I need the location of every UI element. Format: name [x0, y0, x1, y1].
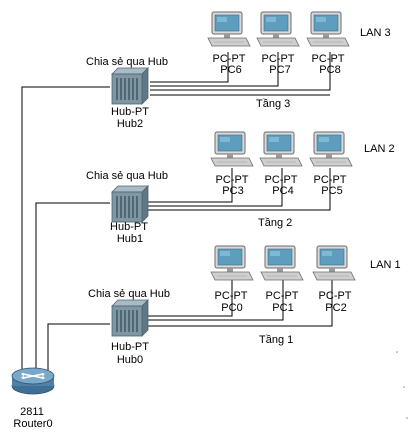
pc6-name: PC6: [220, 64, 242, 76]
link-hub0-pc1: [148, 280, 284, 321]
link-hub1-pc4: [148, 168, 283, 207]
pc-icon-pc4: [259, 131, 303, 167]
pc-icon-pc0: [210, 245, 254, 281]
pc5-type: PC-PT: [313, 174, 347, 186]
pc2-type: PC-PT: [318, 290, 352, 302]
link-hub1-router: [35, 202, 110, 372]
hub-icon-hub2: [111, 67, 149, 105]
links-lan1: [47, 280, 333, 372]
lan-label-2: LAN 2: [364, 143, 395, 155]
hub1-name: Hub1: [116, 233, 144, 245]
floor-label-3: Tầng 3: [256, 98, 291, 110]
link-hub1-pc5: [148, 168, 331, 211]
pcs-lan2: [210, 131, 353, 167]
pc-icon-pc5: [309, 131, 353, 167]
pc7-type: PC-PT: [261, 53, 295, 65]
link-hub2-pc6: [150, 52, 229, 83]
link-hub2-pc8: [150, 52, 331, 91]
floor-label-1: Tầng 1: [259, 334, 294, 346]
pc8-type: PC-PT: [311, 53, 345, 65]
pc3-type: PC-PT: [215, 174, 249, 186]
pc5-name: PC5: [321, 185, 343, 197]
hub2-type: Hub-PT: [111, 106, 149, 118]
hub0-name: Hub0: [116, 354, 144, 366]
pc-icon-pc1: [260, 245, 304, 281]
hub-caption-lan2: Chia sẻ qua Hub: [86, 170, 168, 182]
hub-icon-hub0: [111, 299, 149, 337]
pc-icon-pc6: [207, 11, 251, 47]
pc6-type: PC-PT: [212, 53, 246, 65]
pc2-name: PC2: [325, 302, 347, 314]
pc3-name: PC3: [222, 185, 244, 197]
artifact-dot: [403, 386, 405, 388]
router-icon: [11, 367, 55, 395]
link-hub1-pc3: [148, 168, 233, 203]
floor-label-2: Tầng 2: [258, 217, 293, 229]
router-name: Router0: [13, 418, 53, 430]
links-lan2: [35, 168, 331, 372]
pc0-type: PC-PT: [214, 290, 248, 302]
pc-icon-pc8: [306, 11, 350, 47]
link-hub2-pc7: [150, 52, 279, 87]
pc4-type: PC-PT: [264, 174, 298, 186]
pcs-lan1: [210, 245, 356, 281]
pc1-name: PC1: [272, 302, 294, 314]
pc-icon-pc3: [210, 131, 254, 167]
network-links: [21, 52, 333, 372]
links-lan3: [21, 52, 331, 372]
link-hub0-pc0: [148, 280, 233, 317]
hub-icon-hub1: [111, 185, 149, 223]
pc4-name: PC4: [272, 185, 294, 197]
artifact-dot: [396, 351, 398, 353]
hub-caption-lan3: Chia sẻ qua Hub: [86, 56, 168, 68]
pc-icon-pc7: [256, 11, 300, 47]
hub0-type: Hub-PT: [111, 341, 149, 353]
artifact-dot: [406, 417, 408, 419]
hub2-name: Hub2: [116, 118, 144, 130]
pc-icon-pc2: [312, 245, 356, 281]
pc8-name: PC8: [319, 64, 341, 76]
pcs-lan3: [207, 11, 350, 47]
link-hub2-router: [21, 86, 110, 372]
router-model: 2811: [20, 406, 44, 418]
link-hub0-pc2: [148, 280, 333, 327]
pc1-type: PC-PT: [265, 290, 299, 302]
lan-label-1: LAN 1: [370, 259, 401, 271]
lan-label-3: LAN 3: [360, 27, 391, 39]
pc0-name: PC0: [221, 302, 243, 314]
hub1-type: Hub-PT: [110, 221, 148, 233]
pc7-name: PC7: [269, 64, 291, 76]
hub-caption-lan1: Chia sẻ qua Hub: [88, 288, 170, 300]
link-hub0-router: [47, 323, 110, 372]
